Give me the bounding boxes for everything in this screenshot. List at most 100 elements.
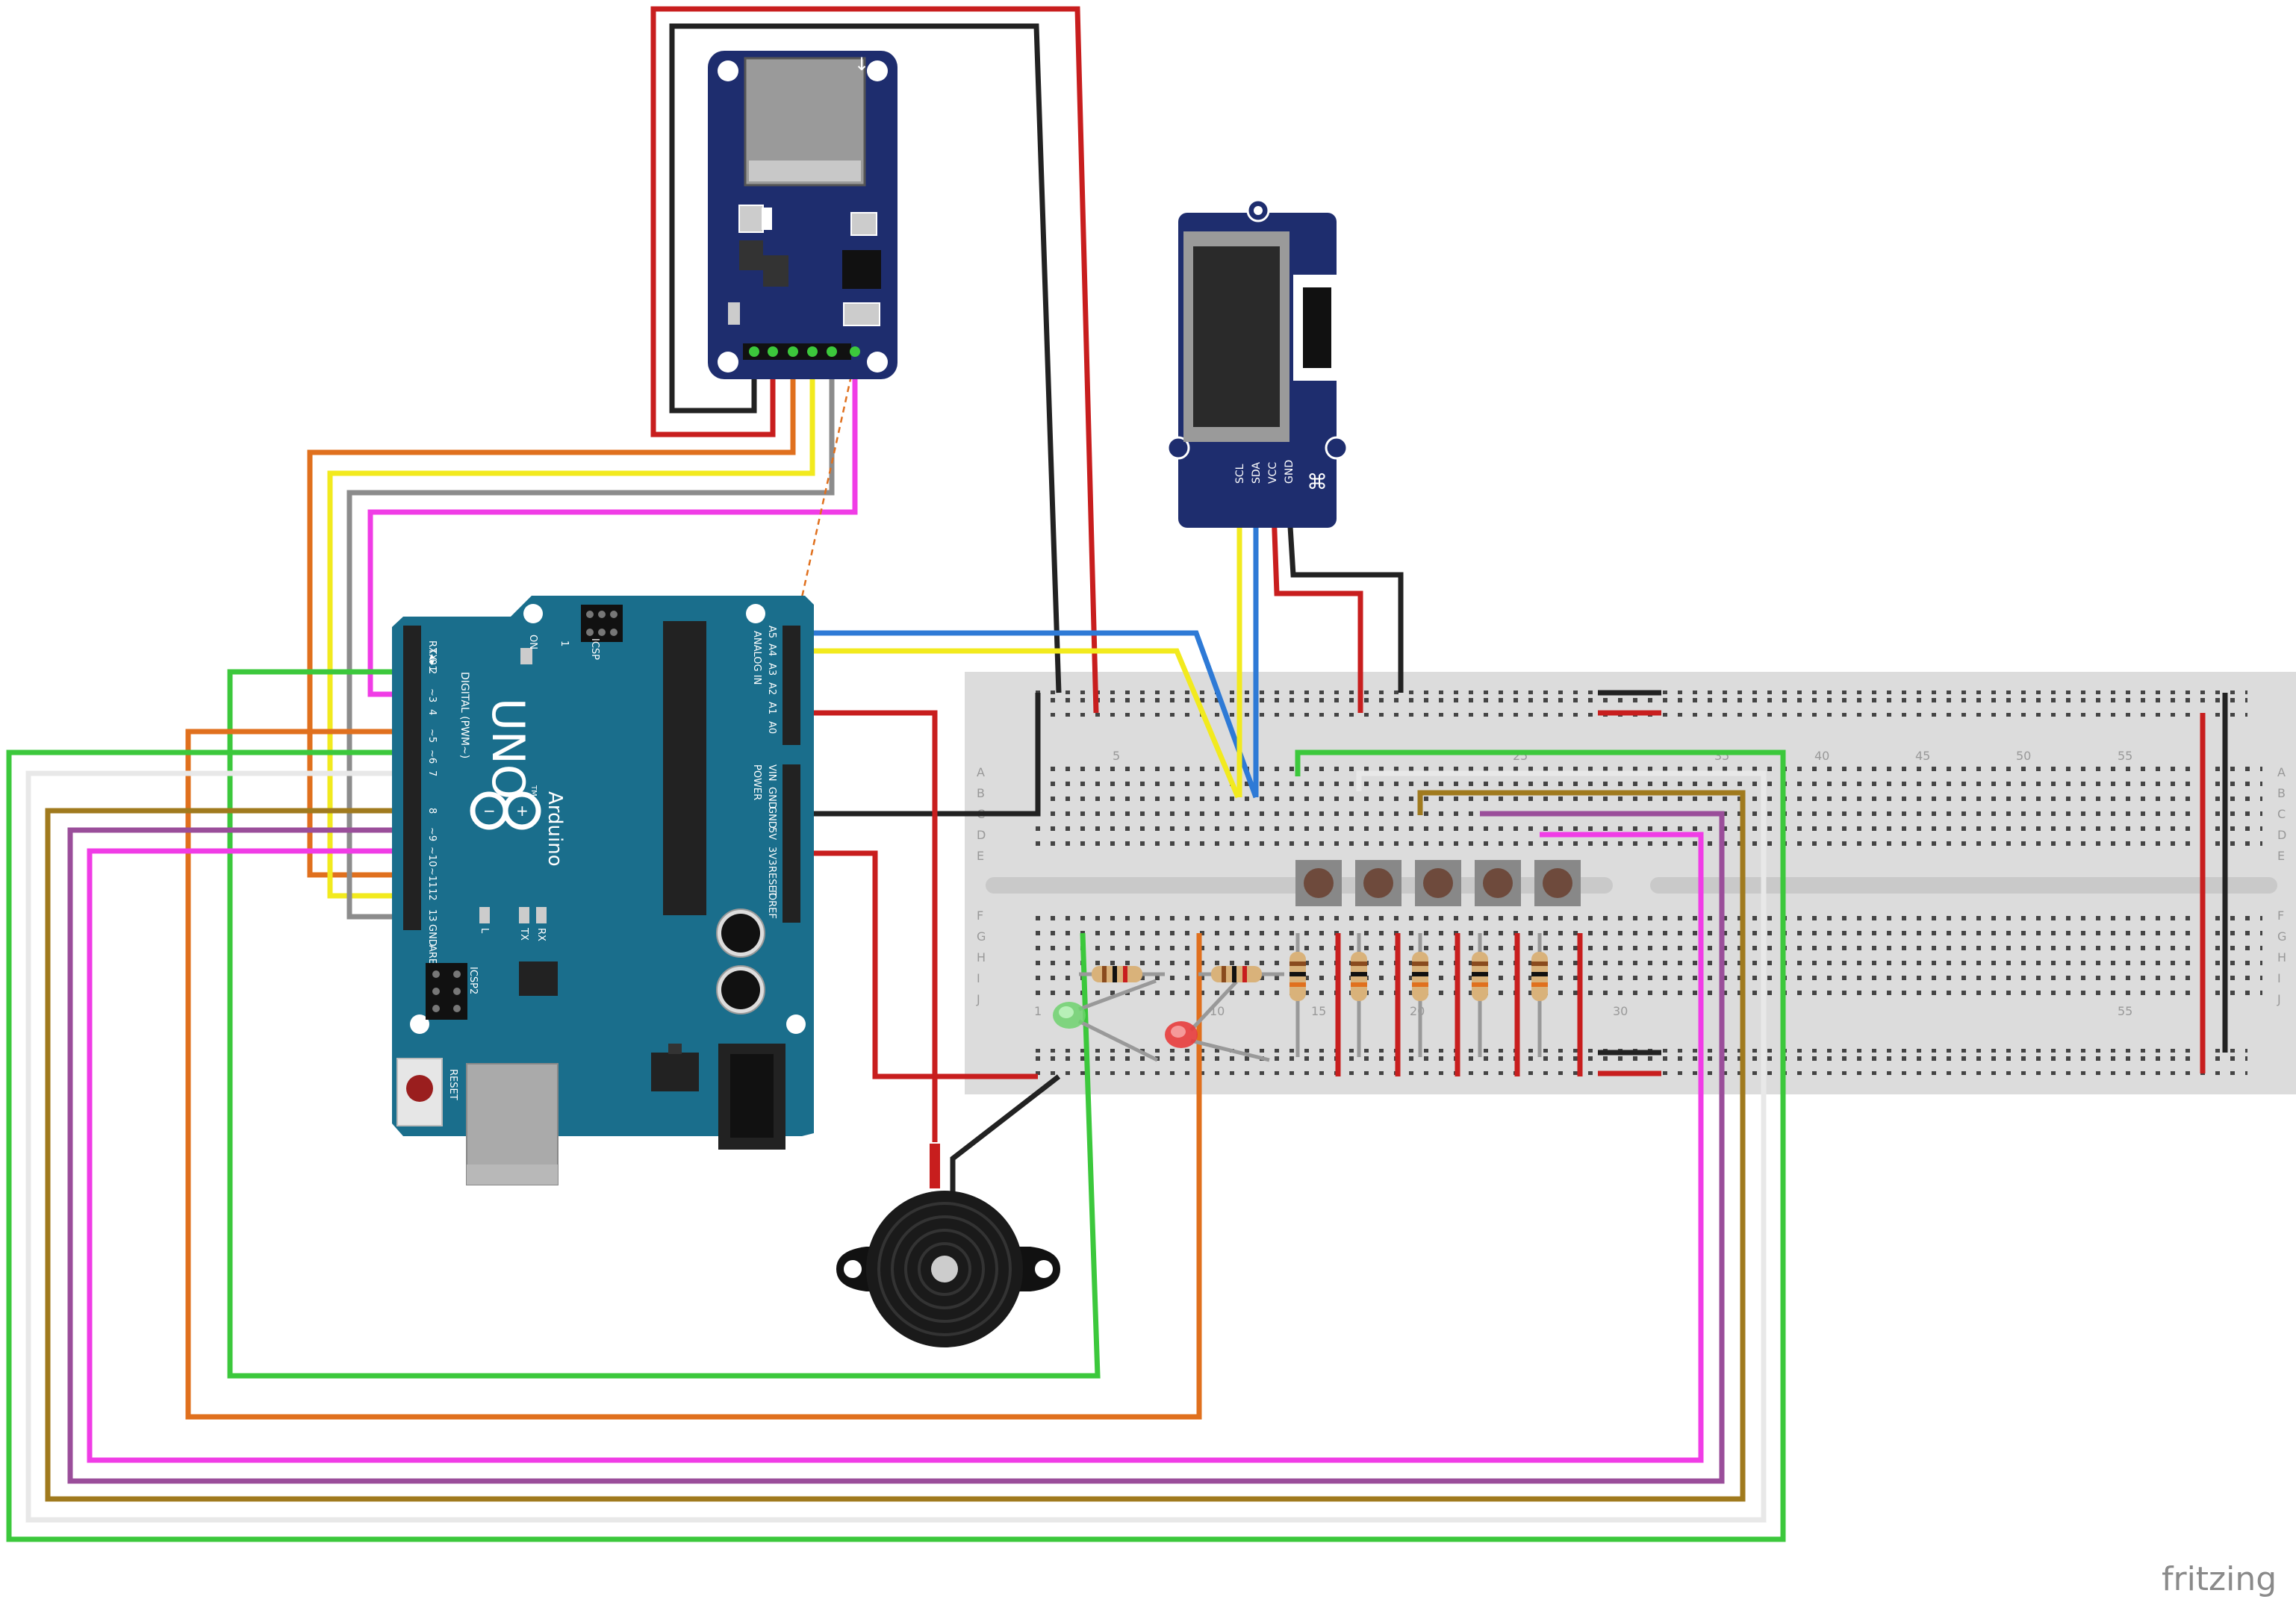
pin-label: ~6 [426, 749, 438, 764]
column-number: 15 [1311, 1004, 1326, 1018]
wire-grey-sd-sck[interactable] [346, 346, 835, 920]
pin-label: ~11 [426, 867, 438, 888]
digital-header [403, 626, 421, 930]
resistor [1289, 933, 1306, 1057]
l-label: L [479, 928, 490, 934]
arrow-icon: ↓ [854, 54, 869, 75]
row-letter: F [977, 908, 983, 923]
wire-black-gnd-rail[interactable] [793, 693, 1041, 817]
voltage-regulator [651, 1053, 699, 1091]
pin-label: 5V [766, 827, 777, 840]
icsp-header [581, 605, 623, 642]
wire-magenta-sd-miso[interactable] [367, 346, 858, 697]
wire-blue-a5-scl[interactable] [793, 630, 1259, 799]
icsp-pin1: 1 [559, 640, 570, 646]
resistor [1079, 966, 1165, 982]
led-leg [1189, 980, 1238, 1032]
rx-label: RX [535, 928, 547, 941]
wire-red-3v3-rail[interactable] [793, 850, 1038, 1079]
push-button[interactable] [1295, 860, 1342, 906]
ratsnest-orange [793, 365, 855, 632]
breadboard: A B C D E F G H I J A B C D E F G H I J … [965, 672, 2296, 1094]
arduino-logo: − + [470, 791, 541, 830]
oled-screen [1193, 246, 1280, 427]
pin-label: ~5 [426, 729, 438, 743]
row-letter: E [977, 849, 984, 863]
atmega-chip [663, 621, 706, 915]
wire-red-sd-vcc[interactable] [650, 6, 1099, 714]
fritzing-watermark: fritzing [2162, 1560, 2277, 1598]
piezo-buzzer [836, 1144, 1060, 1347]
wire-yellow-sd-mosi[interactable] [327, 346, 815, 899]
row-letter: G [977, 929, 986, 944]
pin-label: 7 [426, 770, 438, 776]
resistor [1472, 933, 1488, 1057]
power-pin-labels: VIN GND GND 5V 3V3 RESET IOREF [766, 764, 777, 919]
l-led [479, 907, 490, 923]
wire-black-sd-gnd[interactable] [669, 23, 1062, 693]
push-button[interactable] [1475, 860, 1521, 906]
wire-red-oled-vcc[interactable] [1270, 490, 1363, 713]
icsp2-label: ICSP2 [467, 967, 479, 994]
pin-label: RX◂0 [426, 640, 438, 665]
arduino-uno: RX◂0 TX▸1 2 ~3 4 ~5 ~6 7 8 ~9 ~10 ~11 12… [392, 596, 814, 1185]
logo-icon: ⌘ [1307, 470, 1328, 494]
tx-led [519, 907, 529, 923]
green-led [1053, 1002, 1086, 1029]
trademark: TM [529, 785, 538, 797]
wire-orange-pin5-led[interactable] [185, 729, 1202, 1420]
sd-card-module: ↓ [708, 51, 897, 379]
svg-text:+: + [516, 802, 529, 820]
pin-label: A3 [766, 663, 777, 676]
row-letter: H [977, 950, 986, 964]
wire-yellow-a4-sda[interactable] [793, 648, 1241, 799]
svg-text:−: − [483, 802, 496, 820]
pin-label: IOREF [766, 890, 777, 919]
reset-label: RESET [447, 1069, 458, 1100]
pin-label: ~9 [426, 827, 438, 841]
row-letter: A [977, 765, 985, 779]
column-number: 55 [2118, 749, 2132, 763]
wire-brown-pin8-button[interactable] [45, 790, 1746, 1502]
row-letter: J [2277, 992, 2281, 1006]
column-number: 30 [1613, 1004, 1628, 1018]
wire-black-buzzer-gnd[interactable] [950, 1074, 1061, 1198]
row-letter: J [976, 992, 980, 1006]
wire-green-pin2-led[interactable] [227, 669, 1101, 1379]
led-leg [1077, 1019, 1159, 1062]
column-number: 45 [1915, 749, 1930, 763]
pin-label: 8 [426, 808, 438, 814]
push-button[interactable] [1355, 860, 1401, 906]
arduino-brand: Arduino [544, 791, 566, 867]
power-header [783, 764, 800, 923]
reset-button-cap[interactable] [406, 1075, 433, 1102]
wire-red-a1-buzzer[interactable] [793, 710, 938, 1142]
pin-label: GND [766, 806, 777, 829]
wire-purple-pin9-button[interactable] [67, 811, 1725, 1484]
push-button[interactable] [1534, 860, 1581, 906]
resistor [1412, 933, 1428, 1057]
wire-black-oled-gnd[interactable] [1285, 490, 1404, 693]
push-button[interactable] [1415, 860, 1461, 906]
column-number: 50 [2016, 749, 2031, 763]
rx-led [536, 907, 547, 923]
wire-orange-sd-cs[interactable] [307, 346, 796, 878]
arduino-board [392, 596, 814, 1136]
oled-pin-labels: SCL SDA VCC GND [1234, 460, 1295, 484]
oled-pin-label: VCC [1267, 462, 1279, 484]
wire-white-pin7-button[interactable] [25, 770, 1767, 1523]
row-letter: G [2277, 929, 2286, 944]
icsp-label: ICSP [589, 638, 600, 660]
digital-label: DIGITAL (PWM~) [458, 672, 470, 758]
analog-label: ANALOG IN [751, 631, 762, 685]
wire-magenta-pin10-button[interactable] [87, 832, 1704, 1463]
led-leg [1190, 1038, 1270, 1062]
resistor [1198, 966, 1284, 982]
pin-label: 4 [426, 709, 438, 715]
row-letter: I [2277, 971, 2281, 985]
row-letter: C [2277, 807, 2286, 821]
column-number: 55 [2118, 1004, 2132, 1018]
row-letter: I [977, 971, 980, 985]
wire-green-pin6-button[interactable] [6, 749, 1786, 1542]
